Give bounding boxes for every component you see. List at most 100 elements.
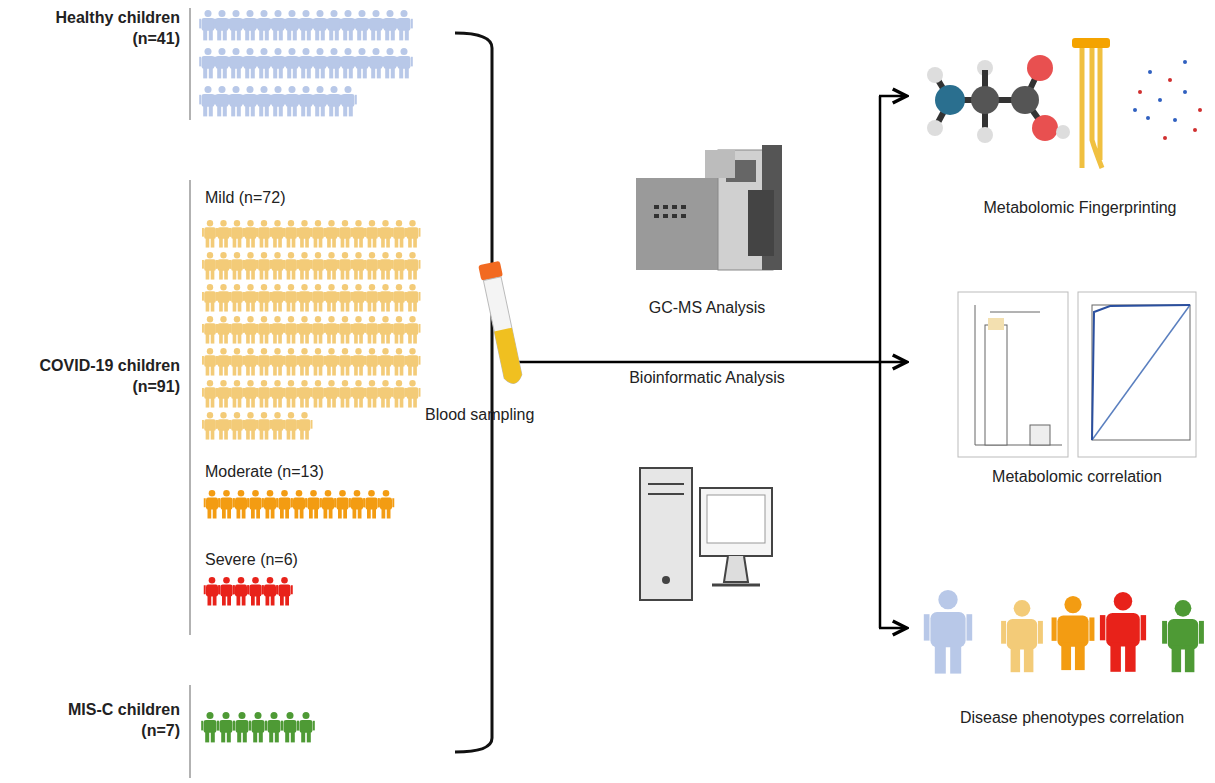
- person-part: [297, 420, 299, 429]
- person-part: [251, 237, 255, 247]
- person-part: [337, 324, 339, 333]
- person-part: [405, 260, 407, 269]
- person-part: [395, 57, 397, 67]
- blood-tube: [478, 261, 525, 386]
- person-part: [202, 228, 204, 237]
- person-part: [305, 498, 307, 507]
- person-part: [384, 56, 397, 69]
- person-part: [311, 19, 313, 29]
- person-part: [395, 19, 397, 29]
- person-part: [305, 333, 309, 343]
- person-part: [363, 498, 365, 507]
- person-part: [1100, 615, 1105, 640]
- person-icon: [241, 48, 259, 78]
- person-part: [359, 365, 363, 375]
- person-part: [229, 420, 231, 429]
- person-part: [351, 228, 353, 237]
- person-part: [301, 316, 307, 322]
- person-part: [224, 269, 228, 279]
- person-part: [299, 291, 311, 303]
- person-part: [245, 419, 257, 431]
- person-part: [353, 355, 365, 367]
- person-part: [326, 355, 338, 367]
- person-part: [302, 712, 309, 719]
- person-part: [256, 508, 260, 519]
- person-part: [241, 57, 243, 67]
- person-part: [269, 95, 271, 105]
- person-part: [299, 227, 311, 239]
- person-part: [315, 348, 321, 354]
- person-part: [238, 712, 245, 719]
- person-part: [216, 388, 218, 397]
- person-part: [353, 387, 365, 399]
- person-part: [286, 56, 299, 69]
- person-part: [213, 595, 217, 606]
- person-part: [299, 259, 311, 271]
- person-part: [338, 324, 340, 333]
- person-icon: [291, 490, 308, 519]
- person-part: [319, 333, 323, 343]
- person-part: [216, 228, 218, 237]
- person-part: [346, 397, 350, 407]
- person-part: [247, 412, 253, 418]
- person-part: [233, 721, 235, 731]
- person-part: [252, 577, 259, 584]
- person-icon: [216, 380, 232, 408]
- person-icon: [391, 284, 407, 312]
- person-part: [364, 260, 366, 269]
- person-part: [300, 301, 304, 311]
- person-icon: [378, 380, 394, 408]
- person-icon: [378, 284, 394, 312]
- person-part: [206, 498, 218, 510]
- person-icon: [391, 252, 407, 280]
- person-icon: [243, 412, 259, 440]
- person-part: [260, 333, 264, 343]
- person-part: [244, 18, 257, 31]
- person-part: [393, 355, 405, 367]
- person-part: [281, 490, 288, 497]
- person-part: [251, 333, 255, 343]
- person-part: [208, 508, 212, 519]
- person-part: [292, 301, 296, 311]
- person-part: [301, 67, 305, 78]
- person-part: [342, 252, 348, 258]
- person-part: [1185, 646, 1195, 673]
- person-part: [261, 380, 267, 386]
- person-part: [370, 18, 383, 31]
- person-part: [339, 291, 351, 303]
- person-part: [315, 29, 319, 40]
- person-part: [288, 284, 294, 290]
- person-part: [311, 388, 313, 397]
- person-part: [359, 397, 363, 407]
- person-part: [233, 585, 235, 594]
- person-part: [1114, 592, 1132, 610]
- person-part: [1011, 646, 1021, 673]
- person-icon: [310, 252, 326, 280]
- subgroup-label: Mild (n=72): [205, 188, 285, 209]
- person-part: [260, 301, 264, 311]
- person-icon: [229, 380, 245, 408]
- subgroup-label: Severe (n=6): [205, 550, 298, 571]
- person-part: [208, 595, 212, 606]
- person-part: [297, 388, 299, 397]
- person-icon: [256, 252, 272, 280]
- person-part: [284, 292, 286, 301]
- person-part: [368, 490, 375, 497]
- person-part: [341, 237, 345, 247]
- person-icon: [283, 10, 301, 40]
- person-part: [930, 612, 965, 647]
- person-part: [311, 260, 313, 269]
- person-part: [230, 388, 232, 397]
- person-part: [365, 324, 367, 333]
- person-icon: [324, 252, 340, 280]
- person-icon: [213, 86, 231, 116]
- person-part: [283, 19, 285, 29]
- person-part: [325, 57, 327, 67]
- person-part: [287, 365, 291, 375]
- person-part: [216, 56, 229, 69]
- person-part: [246, 48, 253, 55]
- person-part: [260, 397, 264, 407]
- person-part: [238, 577, 245, 584]
- person-part: [252, 720, 265, 733]
- person-part: [286, 94, 299, 107]
